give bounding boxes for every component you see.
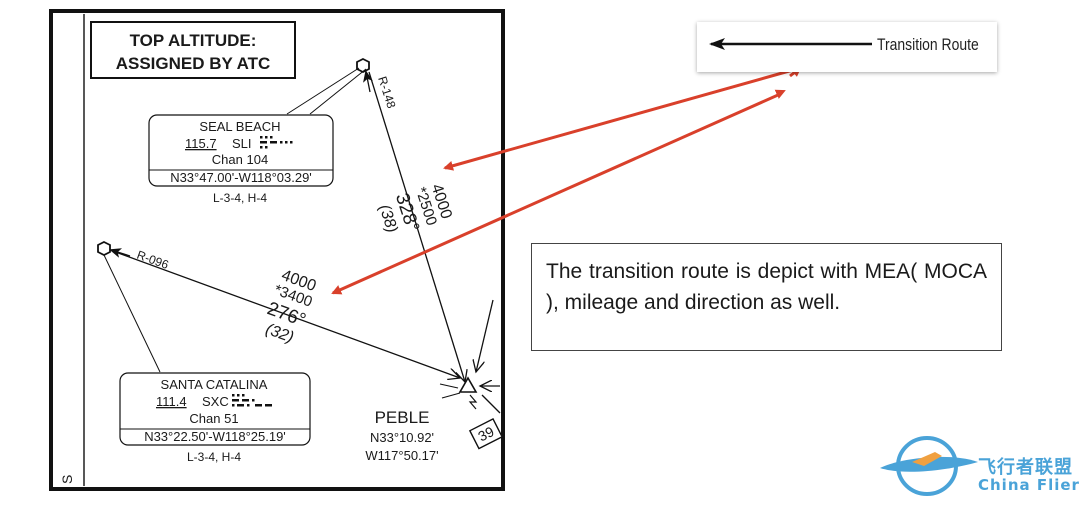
seal-beach-info-box: [148, 114, 334, 187]
peble-lightning-icon: [468, 394, 478, 410]
santa-catalina-charts: L-3-4, H-4: [187, 450, 241, 464]
radial-arrow-west: [109, 248, 131, 258]
red-arrow-west: [331, 93, 779, 295]
seal-beach-morse-icon: [260, 136, 293, 149]
radial-arrow-north: [363, 70, 373, 93]
santa-catalina-info-box: [119, 372, 311, 446]
peble-lat: N33°10.92': [370, 430, 434, 445]
caption-text: The transition route is depict with MEA(…: [546, 260, 987, 314]
seal-beach-name: SEAL BEACH: [199, 119, 280, 134]
peble-tick-left: [439, 383, 459, 389]
legend-label: Transition Route: [877, 35, 979, 54]
seal-beach-chan: Chan 104: [212, 152, 268, 167]
seal-beach-ident: SLI: [232, 136, 252, 151]
route-west-labels: 4000 *3400 276° (32): [263, 267, 318, 347]
caption-box: The transition route is depict with MEA(…: [531, 243, 1002, 351]
watermark-cn: 飞行者联盟: [978, 457, 1073, 478]
santa-catalina-coords: N33°22.50'-W118°25.19': [144, 429, 286, 444]
peble-fix-icon: [458, 376, 478, 393]
seal-beach-coords: N33°47.00'-W118°03.29': [170, 170, 312, 185]
peble-name: PEBLE: [375, 408, 430, 427]
watermark-en: China Flier: [978, 476, 1080, 494]
top-altitude-box: [90, 21, 296, 79]
seal-beach-leader-line-2: [309, 68, 367, 115]
top-altitude-line1: TOP ALTITUDE:: [130, 31, 257, 50]
route-east-arrow: [476, 299, 494, 372]
china-flier-logo-icon: [880, 436, 978, 496]
seal-beach-leader-line: [286, 67, 360, 115]
santa-catalina-name: SANTA CATALINA: [161, 377, 268, 392]
top-altitude-line2: ASSIGNED BY ATC: [116, 54, 271, 73]
legend-box: Transition Route: [697, 22, 997, 72]
seal-beach-vor-icon: [356, 57, 370, 74]
santa-catalina-vor-icon: [97, 240, 111, 257]
santa-catalina-ident: SXC: [202, 394, 229, 409]
santa-catalina-chan: Chan 51: [189, 411, 238, 426]
side-mileage-badge: 39: [468, 418, 504, 450]
santa-catalina-freq: 111.4: [156, 394, 187, 409]
peble-tick-left-2: [441, 392, 461, 399]
peble-lon: W117°50.17': [365, 448, 438, 463]
seal-beach-freq: 115.7: [185, 136, 217, 151]
margin-letter: S: [59, 475, 75, 484]
peble-out-route: [481, 394, 501, 414]
santa-catalina-leader-line: [103, 254, 161, 373]
side-mileage: 39: [475, 423, 496, 444]
transition-route-west: [109, 249, 460, 378]
legend-arrow-icon: [709, 38, 872, 50]
seal-beach-charts: L-3-4, H-4: [213, 191, 267, 205]
transition-route-north: [368, 71, 465, 382]
santa-catalina-morse-icon: [232, 394, 272, 407]
red-arrow-north: [443, 66, 801, 171]
